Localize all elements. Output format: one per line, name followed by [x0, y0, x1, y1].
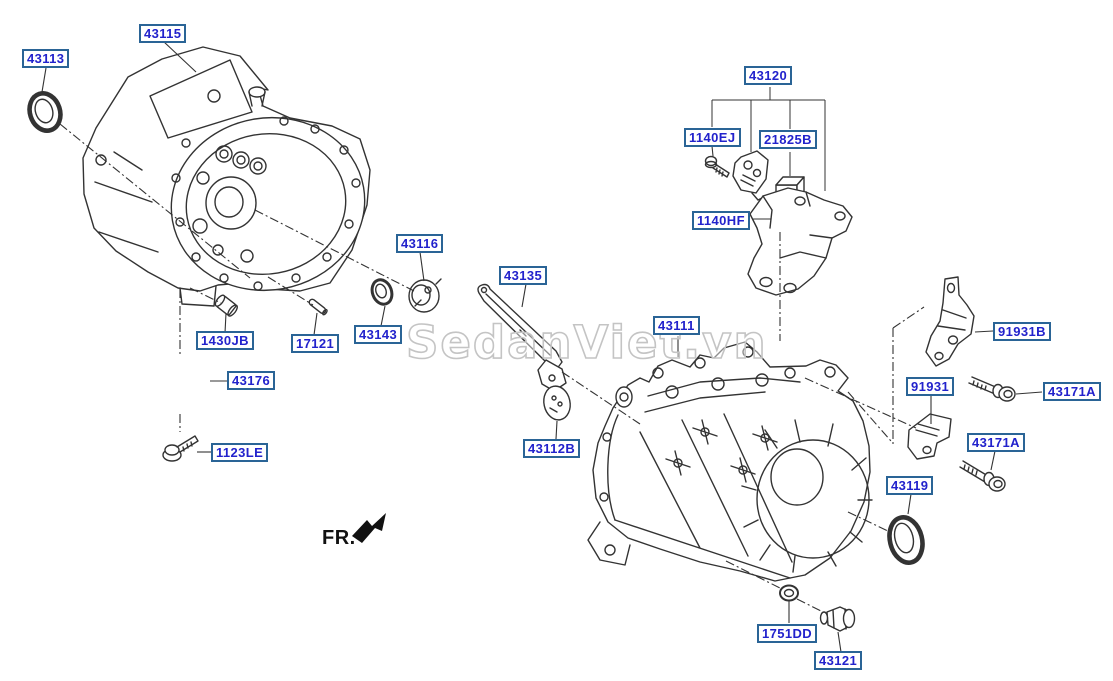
part-label-1430jb[interactable]: 1430JB [196, 331, 254, 350]
bolt-43171a-lower [959, 460, 1006, 492]
part-label-43111[interactable]: 43111 [653, 316, 700, 335]
bolt-1140ej [704, 155, 730, 178]
part-label-43121[interactable]: 43121 [814, 651, 863, 670]
bracket-91931b [925, 276, 975, 367]
gasket-1751dd [779, 584, 799, 602]
part-label-1140hf[interactable]: 1140HF [692, 211, 750, 230]
fr-direction-label: FR. [322, 527, 356, 549]
part-label-43113[interactable]: 43113 [22, 49, 70, 68]
shift-boss-marks [665, 419, 778, 483]
part-label-43143[interactable]: 43143 [354, 325, 403, 344]
bracket-assembly-connector-43120 [711, 87, 826, 191]
part-label-91931[interactable]: 91931 [906, 377, 955, 396]
part-label-43119[interactable]: 43119 [886, 476, 934, 495]
part-label-91931b[interactable]: 91931B [993, 322, 1051, 341]
part-label-43115[interactable]: 43115 [139, 24, 187, 43]
lever-43135 [477, 283, 567, 405]
engine-mount-bracket-43120 [747, 187, 853, 296]
roll-pin-1430jb [214, 294, 238, 317]
part-label-1123le[interactable]: 1123LE [211, 443, 269, 462]
transaxle-case-drawing [587, 341, 873, 582]
watermark-text: SedanViet.vn [406, 316, 768, 369]
washer-43112b [543, 385, 571, 421]
part-label-43171a-lower[interactable]: 43171A [967, 433, 1025, 452]
drain-plug-43121 [819, 606, 856, 632]
leader-lines [41, 40, 1043, 653]
part-label-1140ej[interactable]: 1140EJ [684, 128, 741, 147]
pin-17121 [308, 298, 328, 316]
part-label-43116[interactable]: 43116 [396, 234, 444, 253]
part-label-17121[interactable]: 17121 [291, 334, 340, 353]
part-label-43112b[interactable]: 43112B [523, 439, 581, 458]
part-label-43176[interactable]: 43176 [227, 371, 276, 390]
reference-lines [59, 123, 925, 613]
hanger-plate-43120 [732, 150, 769, 201]
part-label-1751dd[interactable]: 1751DD [757, 624, 818, 643]
fr-direction-arrow [352, 513, 386, 543]
retainer-43116 [408, 278, 442, 313]
part-label-21825b[interactable]: 21825B [759, 130, 817, 149]
part-label-43120[interactable]: 43120 [744, 66, 793, 85]
flange-bolt-holes [95, 89, 361, 291]
bracket-91931 [907, 413, 952, 460]
bolt-1123le [162, 435, 199, 462]
ring-43143 [370, 278, 394, 306]
bolt-43171a-upper [968, 376, 1016, 402]
oil-seal-43113 [27, 91, 63, 133]
oil-seal-43119 [887, 515, 925, 565]
part-label-43171a-upper[interactable]: 43171A [1043, 382, 1101, 401]
clutch-housing-drawing [82, 46, 371, 307]
part-label-43135[interactable]: 43135 [499, 266, 548, 285]
